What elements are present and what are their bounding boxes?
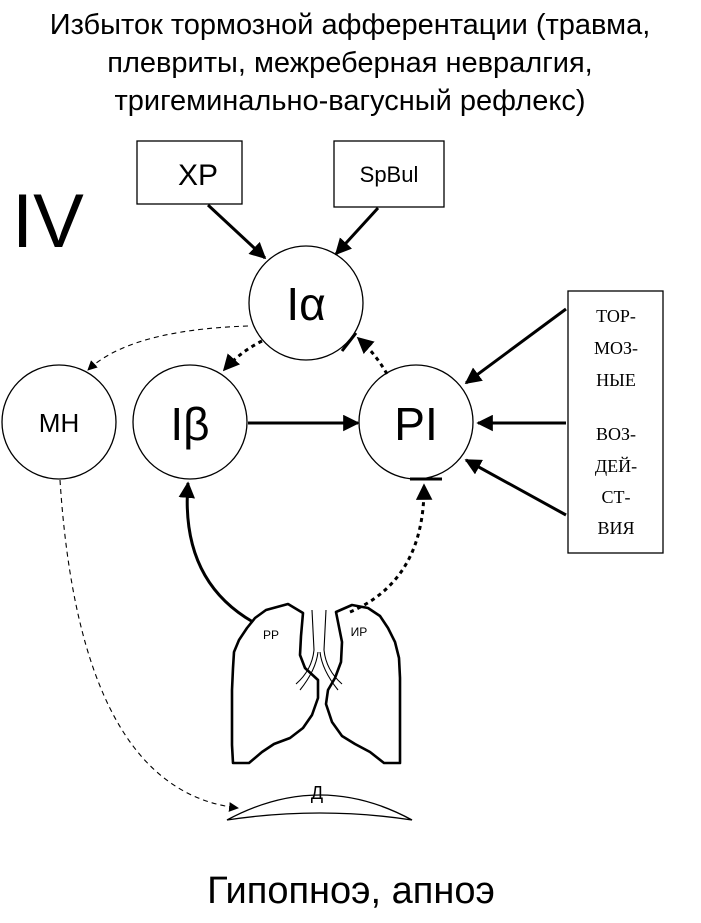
arrow-ir-to-pi bbox=[349, 483, 433, 614]
inhibitory-effects-line-5: ВОЗ- bbox=[596, 424, 636, 444]
inhibitory-effects-box bbox=[567, 290, 664, 554]
panel-number: IV bbox=[12, 179, 84, 264]
arrow-spbul-to-i-alpha bbox=[334, 206, 380, 256]
arrow-side-to-pi-upper bbox=[464, 307, 567, 385]
right-lung bbox=[324, 603, 402, 765]
header-line-2: плевриты, межреберная невралгия, bbox=[107, 47, 593, 79]
lung-label-ir: ИР bbox=[351, 625, 368, 639]
arrow-side-to-pi-lower bbox=[464, 458, 567, 517]
inhibitory-effects-line-2: МОЗ- bbox=[594, 338, 638, 358]
inhibition-bar-i-alpha bbox=[340, 332, 358, 352]
arrow-i-alpha-to-mn bbox=[87, 325, 249, 371]
node-i-beta bbox=[132, 364, 248, 480]
lungs-drawing: РР ИР bbox=[230, 602, 402, 765]
inhibitory-effects-line-6: ДЕЙ- bbox=[595, 456, 637, 476]
inhibitory-effects-line-7: СТ- bbox=[602, 487, 631, 507]
arrow-xp-to-i-alpha bbox=[206, 203, 267, 260]
arrow-pp-to-i-beta bbox=[178, 481, 254, 624]
node-i-alpha-label: Iα bbox=[286, 278, 325, 330]
footer-caption: Гипопноэ, апноэ bbox=[207, 870, 495, 912]
bronchus-left-inner bbox=[299, 651, 319, 691]
inhibitory-effects-line-3: НЫЕ bbox=[596, 370, 636, 390]
node-i-beta-label: Iβ bbox=[170, 398, 209, 450]
bronchus-right-inner bbox=[319, 651, 339, 691]
node-pi-label: PI bbox=[394, 398, 437, 450]
node-mn bbox=[1, 364, 117, 480]
trachea-left bbox=[295, 609, 315, 685]
arrow-mn-to-diaphragm bbox=[59, 479, 239, 812]
inhibitory-effects-line-8: ВИЯ bbox=[597, 518, 634, 538]
diaphragm-label: Д bbox=[311, 783, 323, 803]
node-mn-label: МН bbox=[39, 408, 79, 438]
arrow-pi-to-i-alpha bbox=[356, 336, 389, 375]
inhibitory-effects-text: ТОР- МОЗ- НЫЕ ВОЗ- ДЕЙ- СТ- ВИЯ bbox=[594, 306, 638, 538]
lung-label-pp: РР bbox=[263, 628, 279, 642]
header-line-3: тригеминально-вагусный рефлекс) bbox=[114, 85, 585, 117]
header-line-1: Избыток тормозной афферентации (травма, bbox=[50, 9, 651, 41]
arrow-i-alpha-to-i-beta bbox=[222, 339, 263, 372]
spbul-box bbox=[333, 140, 445, 208]
trachea-right bbox=[323, 609, 343, 685]
xp-box bbox=[136, 140, 243, 205]
inhibitory-effects-line-1: ТОР- bbox=[596, 306, 636, 326]
left-lung bbox=[230, 602, 320, 765]
diaphragm bbox=[226, 794, 413, 821]
spbul-box-label: SpBul bbox=[360, 162, 419, 187]
xp-box-label: ХР bbox=[178, 159, 218, 192]
node-i-alpha bbox=[248, 245, 364, 361]
